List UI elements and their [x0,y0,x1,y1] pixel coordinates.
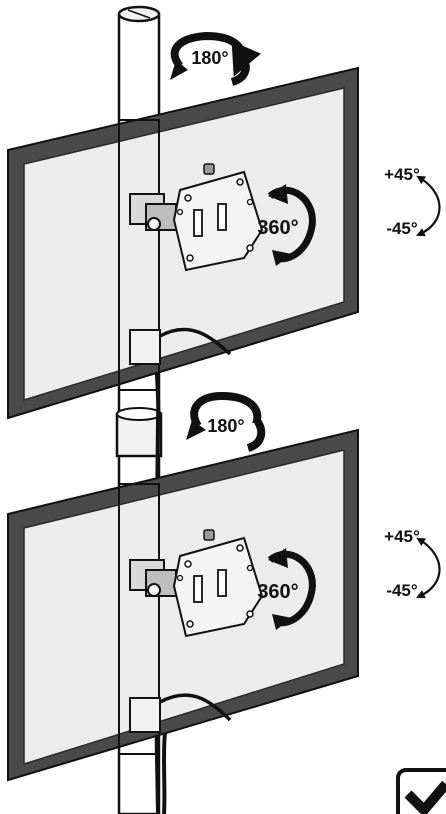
checkmark-badge-icon [396,768,446,814]
pole-middle-rotation-label: 180° [207,416,244,436]
tilt-arrow-icon [416,537,441,599]
monitor-bottom-swivel-label: 360° [257,581,298,603]
tilt-indicator-bottom: +45° -45° [384,527,441,600]
swivel-arrow-top: 360° [257,184,316,266]
monitor-top-tilt-up-label: +45° [384,165,420,184]
rotation-arrow-middle: 180° [186,391,266,452]
monitor-bottom-tilt-up-label: +45° [384,527,420,546]
swivel-arrow-bottom: 360° [257,548,316,630]
monitor-bottom: 360° [7,428,359,782]
tilt-arrow-icon [416,175,441,237]
monitor-top-tilt-down-label: -45° [386,219,418,238]
tilt-indicator-top: +45° -45° [384,165,441,238]
monitor-bottom-tilt-down-label: -45° [386,581,418,600]
rotate-arrow-icon [170,31,262,77]
pole-top-rotation-label: 180° [191,48,228,68]
pole-collar [115,407,163,458]
rotation-arrow-top: 180° [170,31,262,86]
monitor-top: 360° [7,66,359,420]
monitor-top-swivel-label: 360° [257,217,298,239]
